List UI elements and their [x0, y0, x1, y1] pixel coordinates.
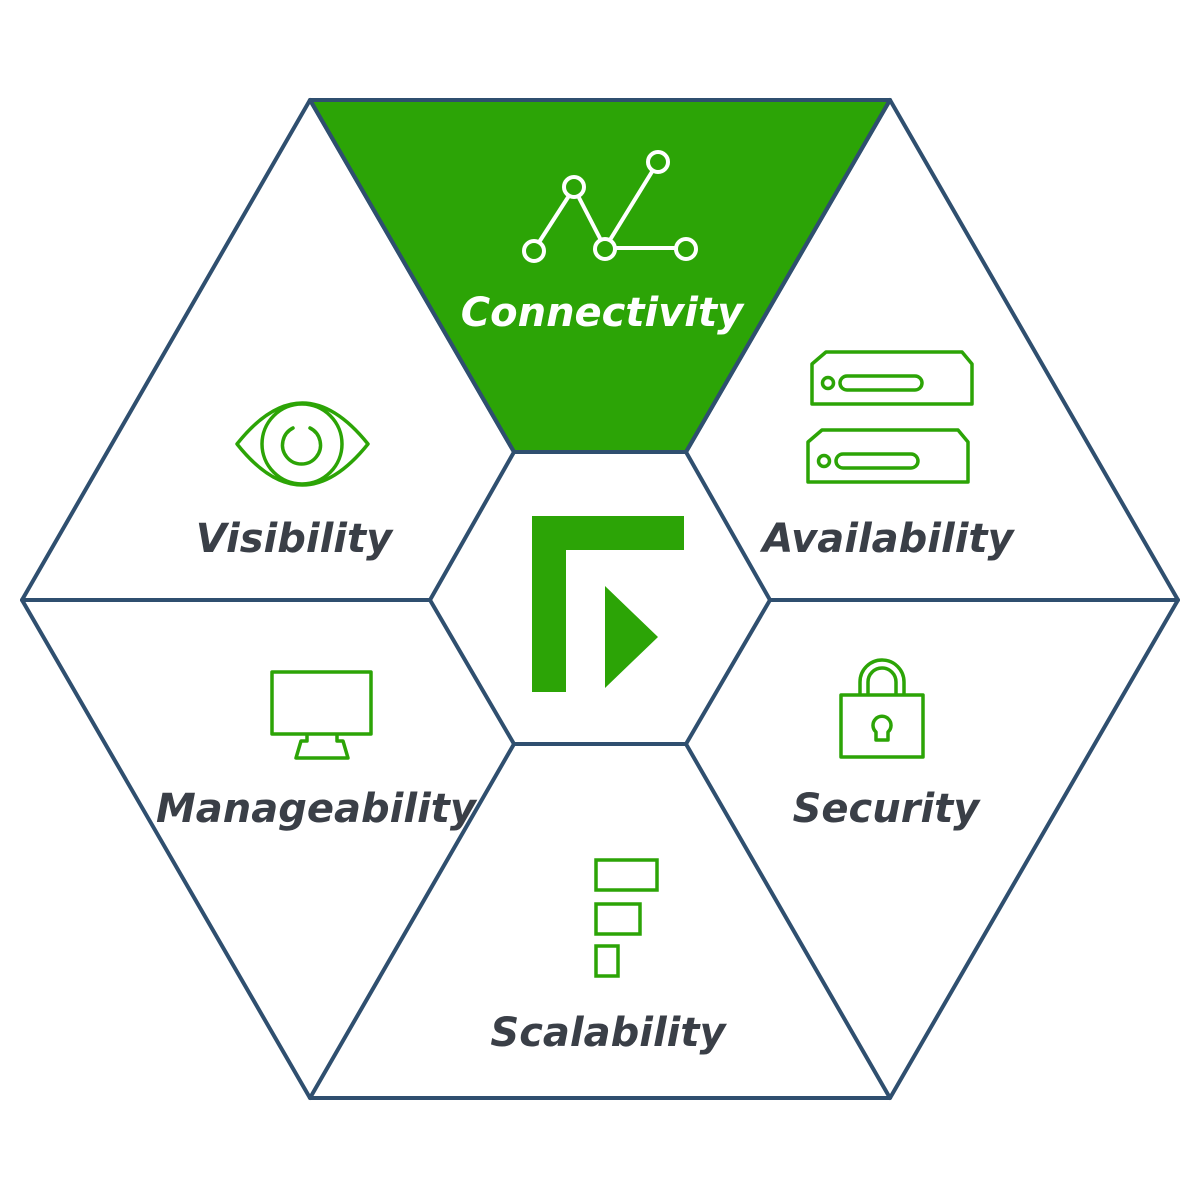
segment-label-scalability: Scalability — [490, 1010, 727, 1056]
segment-label-connectivity: Connectivity — [461, 290, 745, 336]
segment-label-security: Security — [793, 786, 982, 832]
segment-dividers — [20, 98, 1180, 1100]
segment-label-visibility: Visibility — [196, 516, 394, 562]
monitor-icon — [270, 670, 373, 760]
center-logo-icon — [532, 516, 684, 692]
server-stack-icon — [806, 350, 974, 484]
segment-connectivity-fill — [308, 98, 892, 454]
scaling-blocks-icon — [594, 858, 659, 978]
eye-icon — [235, 401, 370, 487]
padlock-icon — [839, 658, 925, 759]
inner-hexagon — [428, 450, 772, 746]
segment-label-availability: Availability — [759, 516, 1015, 562]
segment-label-manageability: Manageability — [156, 786, 478, 832]
network-nodes-icon — [522, 150, 698, 263]
